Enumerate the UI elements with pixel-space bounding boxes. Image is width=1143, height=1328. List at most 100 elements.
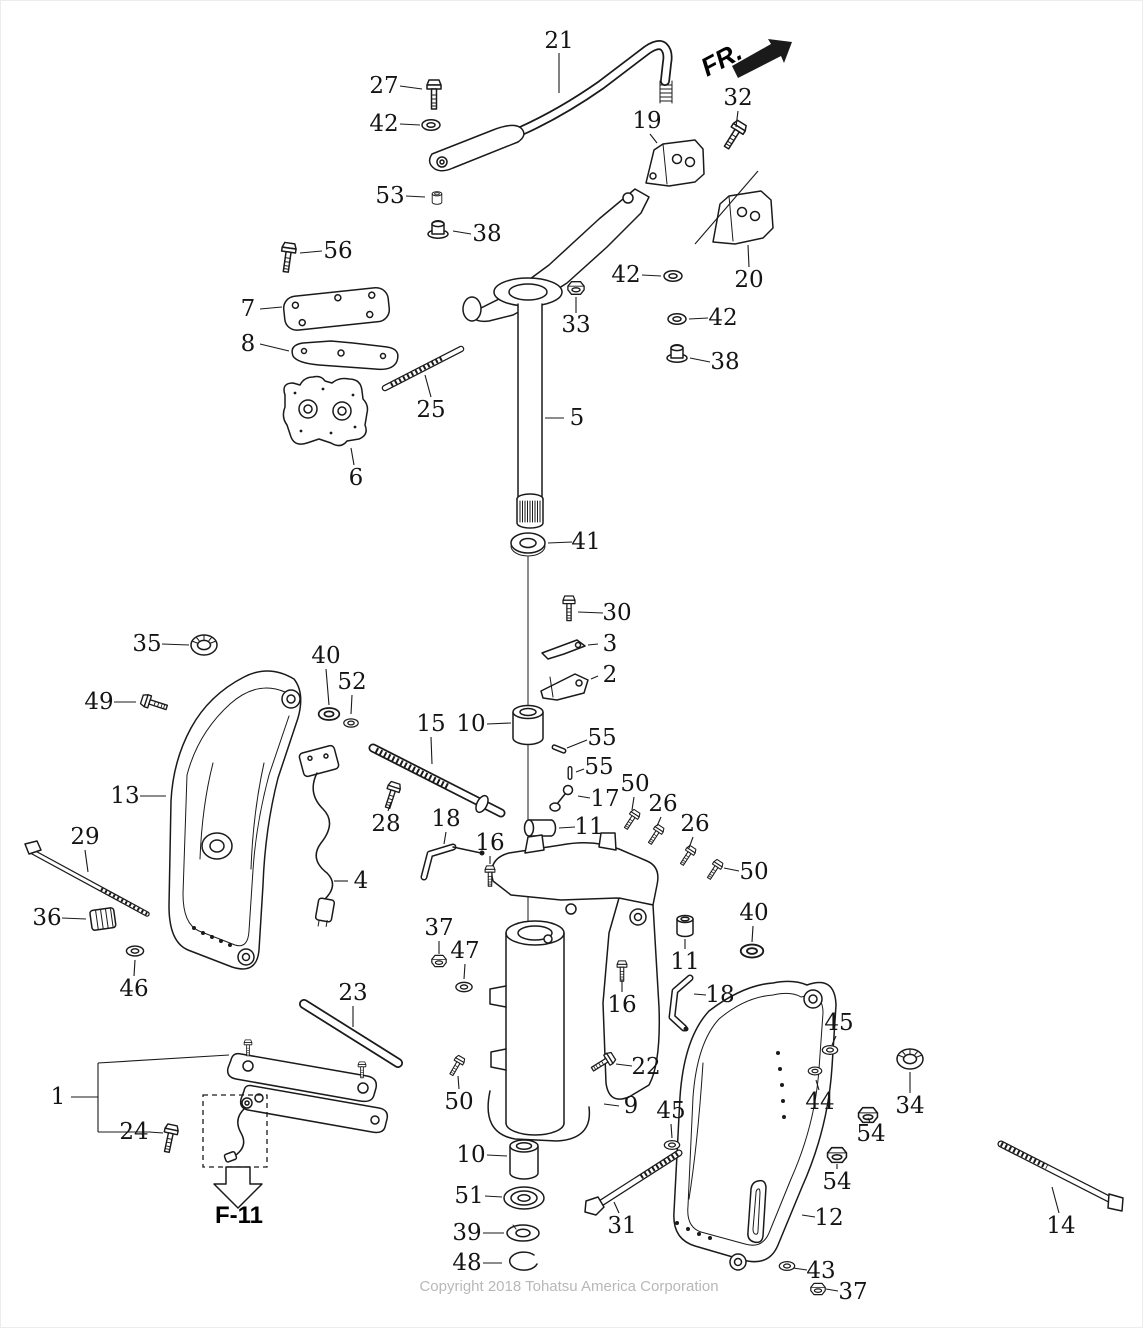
part-23-pin bbox=[299, 999, 403, 1068]
leader-line-42 bbox=[688, 317, 709, 320]
part-8-gasket bbox=[291, 340, 399, 371]
leader-line-25 bbox=[424, 374, 432, 398]
part-callout-7: 7 bbox=[241, 296, 256, 322]
leader-line-55 bbox=[566, 739, 588, 749]
leader-line-35 bbox=[161, 643, 190, 646]
part-55-pin bbox=[567, 766, 573, 780]
part-callout-16: 16 bbox=[607, 992, 636, 1018]
leader-line-26 bbox=[656, 816, 662, 827]
part-callout-33: 33 bbox=[561, 312, 590, 338]
leader-line-50 bbox=[723, 867, 740, 872]
leader-line-38 bbox=[452, 230, 472, 235]
part-5-swivel-shaft bbox=[462, 188, 650, 930]
leader-line-40 bbox=[751, 925, 754, 943]
part-50-bolt bbox=[446, 1054, 467, 1078]
leader-line-41 bbox=[547, 541, 573, 544]
part-17-grease-fitting bbox=[549, 784, 574, 812]
part-callout-40: 40 bbox=[311, 643, 340, 669]
part-25-rod bbox=[381, 345, 465, 392]
part-callout-40: 40 bbox=[739, 900, 768, 926]
part-callout-22: 22 bbox=[631, 1054, 660, 1080]
part-callout-23: 23 bbox=[338, 980, 367, 1006]
down-arrow-icon bbox=[213, 1166, 263, 1209]
leader-line-3 bbox=[587, 643, 599, 646]
part-50-bolt bbox=[704, 858, 725, 882]
leader-line-50 bbox=[457, 1075, 460, 1090]
part-54-nut bbox=[826, 1146, 848, 1164]
part-34-nut bbox=[896, 1048, 924, 1070]
part-20-bracket bbox=[712, 190, 774, 245]
part-26-bolt bbox=[677, 844, 698, 868]
part-45-washer bbox=[663, 1139, 681, 1151]
leader-line-37 bbox=[825, 1288, 839, 1292]
part-callout-18: 18 bbox=[705, 982, 734, 1008]
part-27-bolt bbox=[426, 79, 442, 110]
part-callout-10: 10 bbox=[456, 1142, 485, 1168]
leader-line-7 bbox=[259, 306, 283, 310]
leader-line-54 bbox=[867, 1117, 871, 1123]
part-callout-24: 24 bbox=[119, 1119, 148, 1145]
part-callout-37: 37 bbox=[424, 915, 453, 941]
part-callout-51: 51 bbox=[454, 1183, 483, 1209]
leader-line-44 bbox=[815, 1079, 820, 1091]
part-callout-9: 9 bbox=[624, 1093, 639, 1119]
part-40-washer bbox=[739, 943, 765, 959]
leader-line-10 bbox=[486, 722, 512, 725]
leader-line-42 bbox=[399, 123, 421, 126]
part-callout-11: 11 bbox=[670, 949, 699, 975]
part-13-port-clamp-bracket bbox=[168, 670, 302, 970]
part-40-washer bbox=[317, 707, 341, 721]
part-3-plate bbox=[541, 639, 586, 660]
part-callout-53: 53 bbox=[375, 183, 404, 209]
leader-line-38 bbox=[689, 357, 711, 363]
part-callout-42: 42 bbox=[611, 262, 640, 288]
leader-line-24 bbox=[148, 1131, 164, 1134]
part-2-bracket bbox=[540, 673, 589, 701]
part-11-bushing-left bbox=[523, 819, 557, 837]
leader-line-32 bbox=[735, 110, 739, 128]
leader-line-50 bbox=[631, 796, 635, 811]
part-callout-13: 13 bbox=[110, 783, 139, 809]
part-52-washer bbox=[343, 718, 359, 728]
part-36-nut bbox=[89, 907, 117, 931]
part-30-bolt bbox=[562, 595, 576, 622]
leader-line-28 bbox=[387, 801, 392, 812]
part-callout-41: 41 bbox=[571, 529, 600, 555]
part-callout-14: 14 bbox=[1046, 1213, 1075, 1239]
part-31-bolt bbox=[584, 1149, 683, 1216]
bracket-line-2 bbox=[97, 1054, 230, 1064]
part-14-bolt bbox=[997, 1140, 1124, 1212]
part-24-bolt bbox=[159, 1122, 180, 1154]
leader-line-40 bbox=[325, 668, 330, 706]
ground-wire-reference bbox=[202, 1094, 268, 1168]
part-callout-19: 19 bbox=[632, 108, 661, 134]
part-callout-17: 17 bbox=[590, 786, 619, 812]
part-callout-3: 3 bbox=[603, 631, 618, 657]
part-callout-44: 44 bbox=[805, 1089, 834, 1115]
part-callout-8: 8 bbox=[241, 331, 256, 357]
part-callout-20: 20 bbox=[734, 267, 763, 293]
leader-line-15 bbox=[430, 736, 433, 765]
part-callout-26: 26 bbox=[648, 791, 677, 817]
part-32-bolt bbox=[719, 118, 749, 153]
leader-line-27 bbox=[399, 85, 423, 90]
part-callout-52: 52 bbox=[337, 669, 366, 695]
part-4-sensor-cable bbox=[298, 744, 340, 927]
part-51-bearing bbox=[503, 1186, 545, 1210]
part-38-nut bbox=[427, 220, 449, 239]
part-callout-43: 43 bbox=[806, 1258, 835, 1284]
part-callout-21: 21 bbox=[544, 28, 573, 54]
part-callout-47: 47 bbox=[450, 938, 479, 964]
part-callout-42: 42 bbox=[369, 111, 398, 137]
leader-line-46 bbox=[133, 959, 136, 977]
leader-line-47 bbox=[463, 963, 466, 980]
part-callout-25: 25 bbox=[416, 397, 445, 423]
front-arrow-icon bbox=[732, 39, 792, 78]
part-18-lever-right bbox=[668, 974, 694, 1032]
part-callout-39: 39 bbox=[452, 1220, 481, 1246]
part-29-rod bbox=[24, 840, 150, 917]
part-callout-54: 54 bbox=[822, 1169, 851, 1195]
leader-line-17 bbox=[577, 795, 591, 799]
